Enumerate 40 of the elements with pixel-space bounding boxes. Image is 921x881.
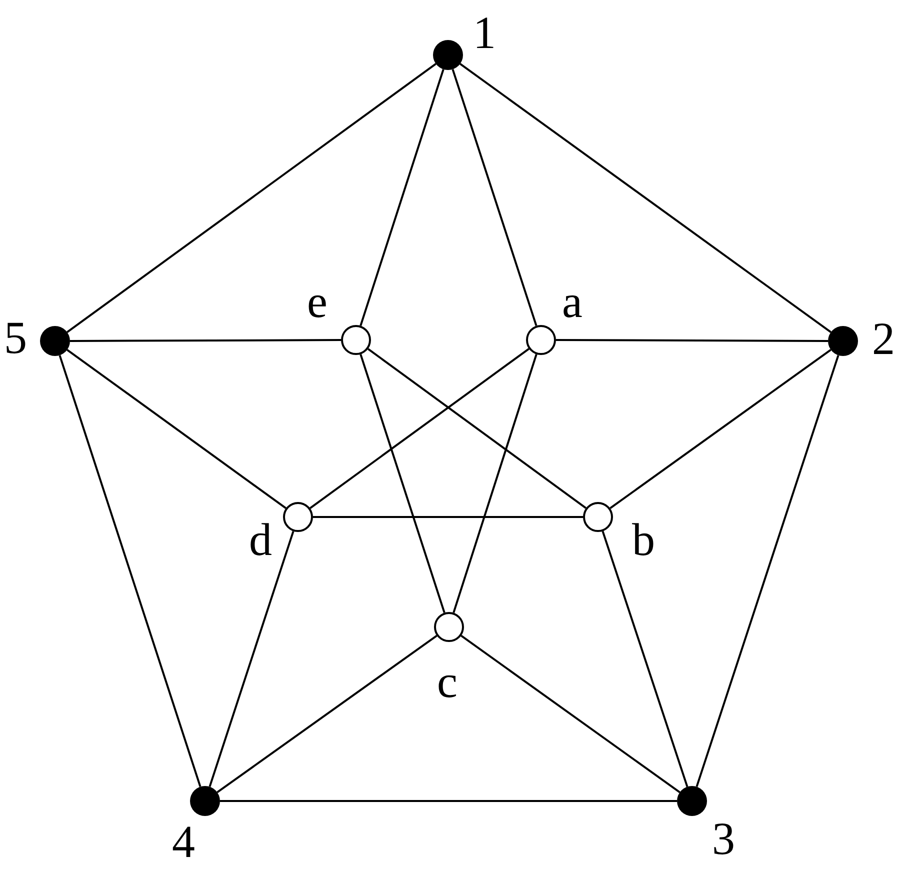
edge-line <box>208 530 294 788</box>
edge-line <box>220 800 677 802</box>
edge-line <box>360 69 444 326</box>
edge-line <box>610 348 832 510</box>
open-vertex-circle <box>583 502 613 532</box>
vertex-label: c <box>437 659 458 705</box>
open-vertex-circle <box>341 325 371 355</box>
vertex-label: 5 <box>4 315 27 361</box>
open-vertex-circle <box>526 325 556 355</box>
open-vertex-circle <box>283 502 313 532</box>
vertex-label: 3 <box>712 816 735 862</box>
edge-line <box>66 348 286 510</box>
filled-vertex-dot <box>433 40 463 70</box>
edge-line <box>452 69 538 326</box>
vertex-label: b <box>632 517 655 563</box>
vertex-label: d <box>249 517 272 563</box>
filled-vertex-dot <box>40 326 70 356</box>
filled-vertex-dot <box>190 786 220 816</box>
edge-line <box>452 354 538 613</box>
edge-line <box>602 530 688 788</box>
vertex-label: 2 <box>872 316 895 362</box>
edge-line <box>460 634 680 794</box>
edge-line <box>360 354 446 613</box>
open-vertex-circle <box>434 612 464 642</box>
edge-line <box>313 516 583 518</box>
edge-line <box>556 339 828 342</box>
vertex-label: a <box>562 279 582 325</box>
edge-line <box>58 355 202 787</box>
filled-vertex-dot <box>828 326 858 356</box>
edge-line <box>696 354 840 788</box>
vertex-label: 1 <box>473 10 496 56</box>
vertex-label: e <box>307 279 328 325</box>
edge-line <box>310 348 530 509</box>
vertex-label: 4 <box>172 819 195 865</box>
edge-line <box>368 348 586 509</box>
edge-line <box>66 63 436 333</box>
edge-line <box>216 634 438 794</box>
filled-vertex-dot <box>677 786 707 816</box>
edge-line <box>460 62 832 334</box>
edge-line <box>70 339 341 342</box>
